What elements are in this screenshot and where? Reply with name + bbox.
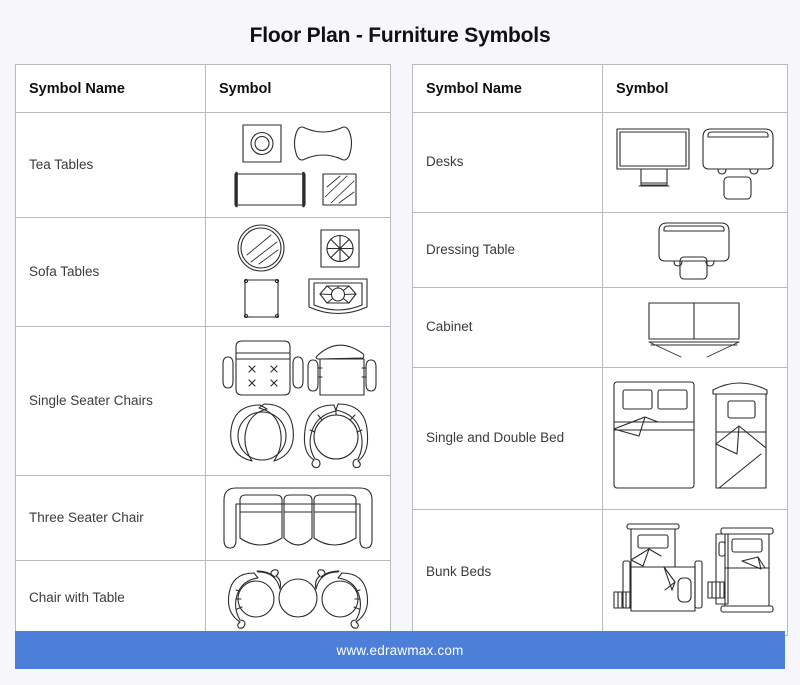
sofa-tables-symbol-group bbox=[237, 224, 368, 319]
table-row: Single Seater Chairs bbox=[15, 326, 391, 476]
square-table-with-diagonal-hatching-icon bbox=[322, 173, 357, 206]
shield-table-with-octagon-segments-icon bbox=[308, 278, 368, 315]
row-label-single-seater-chairs: Single Seater Chairs bbox=[15, 326, 206, 476]
square-table-with-concentric-circles-icon bbox=[242, 124, 282, 163]
row-label-three-seater-chair: Three Seater Chair bbox=[15, 475, 206, 561]
header-symbol-name: Symbol Name bbox=[412, 64, 603, 113]
row-label-tea-tables: Tea Tables bbox=[15, 112, 206, 218]
bunk-beds-symbol-group bbox=[613, 523, 774, 614]
row-label-chair-with-table: Chair with Table bbox=[15, 560, 206, 636]
ladder-rungs bbox=[613, 591, 631, 610]
dressing-table-symbol-group bbox=[658, 222, 730, 280]
page-title: Floor Plan - Furniture Symbols bbox=[249, 24, 551, 47]
bunk-bed-horizontal-with-ladder-icon bbox=[613, 523, 703, 613]
symbol-tables-container: Symbol Name Symbol Tea Tables bbox=[0, 64, 800, 637]
symbol-cell-bunk-beds bbox=[602, 508, 788, 637]
table-header-row: Symbol Name Symbol bbox=[15, 64, 391, 113]
symbol-cell-desks bbox=[602, 112, 788, 213]
symbol-cell-sofa-tables bbox=[205, 217, 391, 327]
symbol-cell-tea-tables bbox=[205, 112, 391, 218]
symbol-cell-single-seater-chairs bbox=[205, 326, 391, 476]
three-cushion-sofa-icon bbox=[223, 487, 373, 549]
rectangular-table-with-side-bars-icon bbox=[234, 171, 306, 208]
two-door-cabinet-with-swing-arcs-icon bbox=[648, 302, 740, 358]
chair-with-table-symbol-group bbox=[227, 569, 369, 629]
row-label-dressing-table: Dressing Table bbox=[412, 211, 603, 289]
symbol-cell-three-seater-chair bbox=[205, 475, 391, 561]
round-table-with-hatch-lines-icon bbox=[237, 224, 285, 272]
beds-symbol-group bbox=[613, 381, 768, 489]
table-row: Cabinet bbox=[412, 287, 788, 368]
symbol-cell-dressing-table bbox=[602, 211, 788, 289]
right-symbol-table: Symbol Name Symbol Desks bbox=[412, 64, 788, 637]
round-table-center-icon bbox=[278, 578, 318, 618]
table-header-row: Symbol Name Symbol bbox=[412, 64, 788, 113]
table-row: Chair with Table bbox=[15, 560, 391, 636]
single-seater-chairs-symbol-group bbox=[222, 340, 377, 469]
round-chair-with-spokes-icon bbox=[303, 403, 369, 469]
row-label-bunk-beds: Bunk Beds bbox=[412, 508, 603, 637]
tea-tables-symbol-group bbox=[234, 124, 357, 208]
table-row: Single and Double Bed bbox=[412, 366, 788, 510]
header-symbol-name: Symbol Name bbox=[15, 64, 206, 113]
header-symbol: Symbol bbox=[205, 64, 391, 113]
round-armchair-icon bbox=[230, 403, 294, 462]
left-symbol-table: Symbol Name Symbol Tea Tables bbox=[15, 64, 391, 636]
table-row: Three Seater Chair bbox=[15, 475, 391, 561]
rounded-pillow-shaped-table-icon bbox=[293, 126, 353, 161]
row-label-sofa-tables: Sofa Tables bbox=[15, 217, 206, 327]
row-label-cabinet: Cabinet bbox=[412, 287, 603, 368]
armchair-with-x-tufting-icon bbox=[222, 340, 304, 396]
symbol-cell-chair-with-table bbox=[205, 560, 391, 636]
armchair-with-curved-back-icon bbox=[307, 344, 377, 396]
table-row: Desks bbox=[412, 112, 788, 213]
row-label-single-and-double-bed: Single and Double Bed bbox=[412, 366, 603, 510]
symbol-cell-beds bbox=[602, 366, 788, 510]
table-row: Bunk Beds bbox=[412, 508, 788, 637]
row-label-desks: Desks bbox=[412, 112, 603, 213]
rectangular-desk-with-chair-icon bbox=[616, 128, 690, 187]
round-chair-right-icon bbox=[314, 569, 369, 629]
table-row: Tea Tables bbox=[15, 112, 391, 218]
table-row: Dressing Table bbox=[412, 211, 788, 289]
table-row: Sofa Tables bbox=[15, 217, 391, 327]
square-table-with-spoked-circle-icon bbox=[320, 229, 360, 268]
single-bed-with-one-pillow-icon bbox=[712, 382, 768, 489]
round-chair-left-icon bbox=[227, 569, 282, 629]
symbol-cell-cabinet bbox=[602, 287, 788, 368]
double-bed-with-two-pillows-icon bbox=[613, 381, 695, 489]
ladder-rungs bbox=[707, 581, 725, 600]
footer-bar: www.edrawmax.com bbox=[15, 631, 785, 669]
rounded-desk-with-chair-icon bbox=[702, 128, 774, 200]
three-seater-chair-symbol-group bbox=[223, 487, 373, 549]
footer-url[interactable]: www.edrawmax.com bbox=[336, 642, 464, 658]
cabinet-symbol-group bbox=[648, 302, 740, 358]
header-symbol: Symbol bbox=[602, 64, 788, 113]
bunk-bed-vertical-with-ladder-icon bbox=[707, 527, 774, 614]
rounded-dressing-table-with-stool-icon bbox=[658, 222, 730, 280]
small-square-table-with-corner-dots-icon bbox=[243, 278, 280, 319]
desks-symbol-group bbox=[616, 128, 774, 200]
